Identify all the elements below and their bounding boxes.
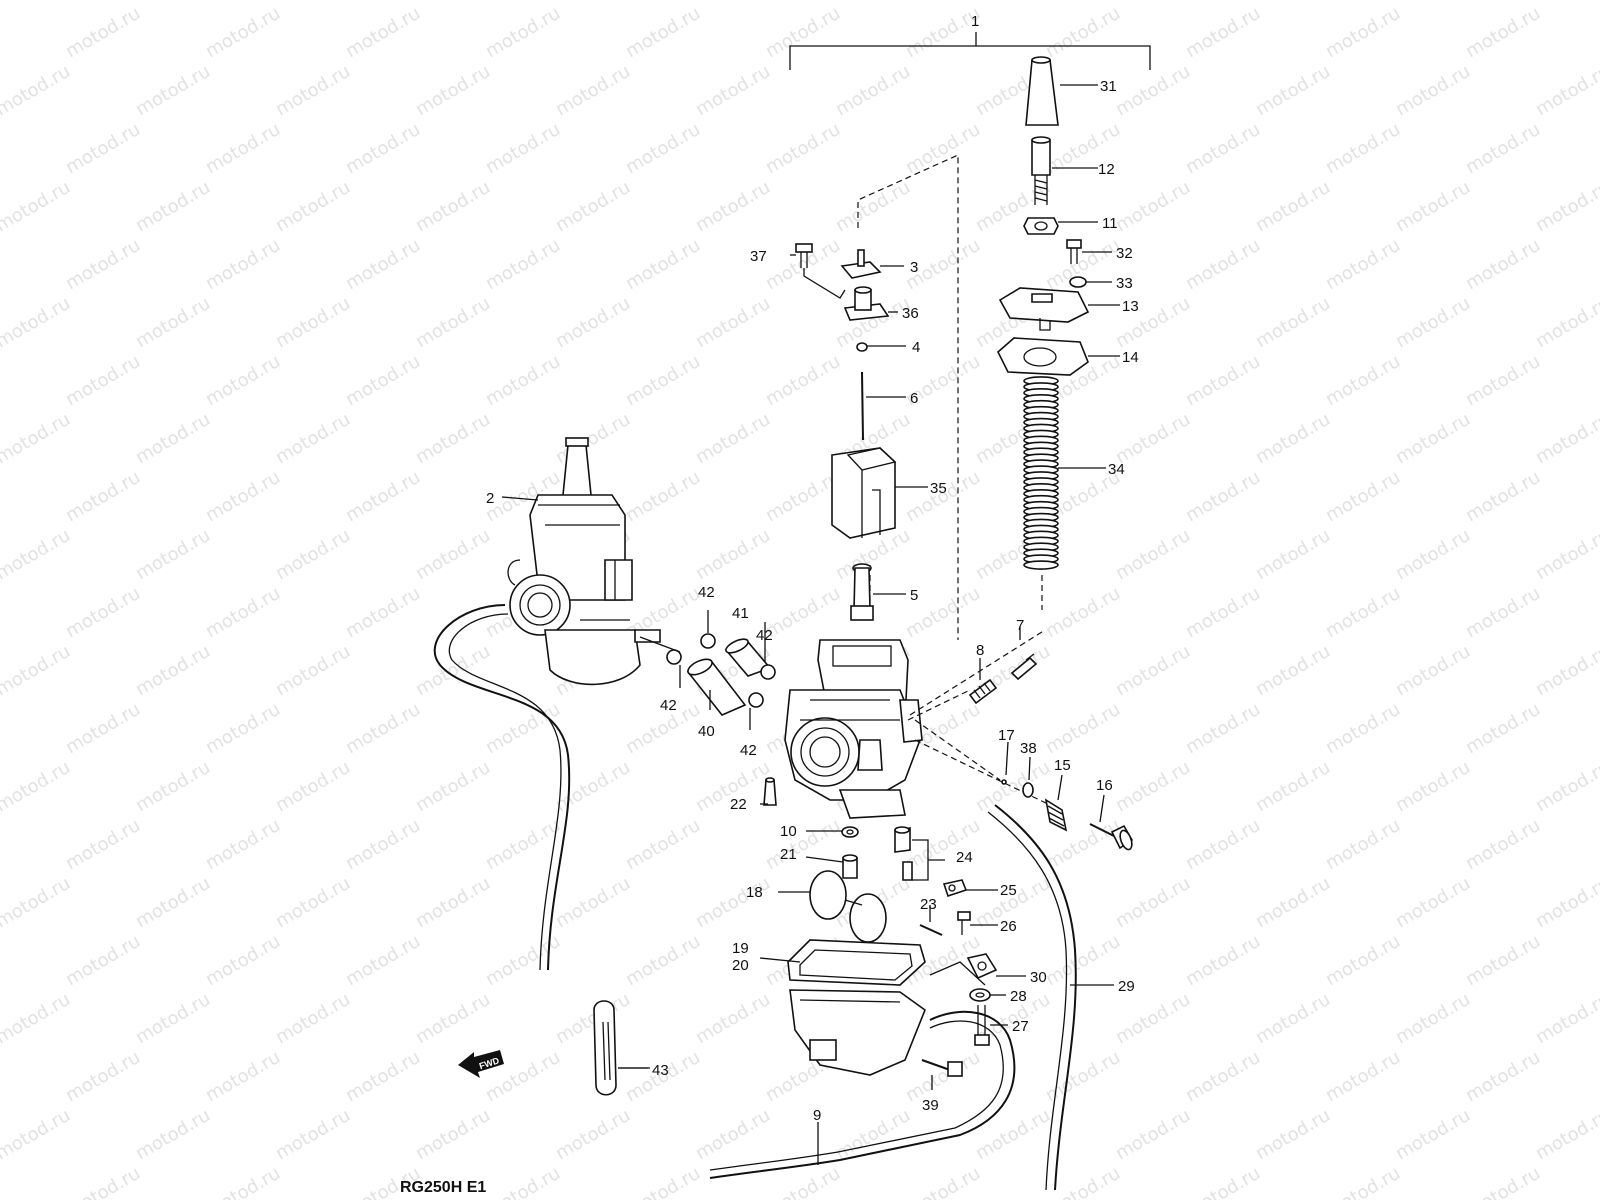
label-part-5: 5 xyxy=(910,587,918,604)
label-part-37: 37 xyxy=(750,248,767,265)
label-part-36: 36 xyxy=(902,305,919,322)
label-part-18: 18 xyxy=(746,884,763,901)
label-part-9: 9 xyxy=(813,1107,821,1124)
leader-lines xyxy=(501,84,1120,1165)
forward-direction-arrow: FWD xyxy=(458,1050,504,1078)
label-part-20: 20 xyxy=(732,957,749,974)
throttle-valve xyxy=(831,447,897,539)
label-part-22: 22 xyxy=(730,796,747,813)
spring-coil xyxy=(1023,560,1059,570)
label-part-32: 32 xyxy=(1116,245,1133,262)
throttle-spring xyxy=(1023,376,1059,570)
needle-assembly xyxy=(795,243,890,441)
label-part-27: 27 xyxy=(1012,1018,1029,1035)
carburetor-assembly-left xyxy=(433,437,661,971)
air-screw-parts xyxy=(968,653,1038,705)
top-cap-and-gasket xyxy=(997,239,1090,376)
label-part-38: 38 xyxy=(1020,740,1037,757)
idle-adjust-parts xyxy=(1001,779,1134,851)
float-and-pin xyxy=(809,870,971,943)
label-part-26: 26 xyxy=(1000,918,1017,935)
label-part-40: 40 xyxy=(698,723,715,740)
label-part-34: 34 xyxy=(1108,461,1125,478)
float-bowl xyxy=(787,939,986,1076)
drain-parts xyxy=(921,953,998,1077)
label-part-16: 16 xyxy=(1096,777,1113,794)
label-part-42-left: 42 xyxy=(660,697,677,714)
joint-pipes xyxy=(639,610,776,730)
label-part-6: 6 xyxy=(910,390,918,407)
label-part-28: 28 xyxy=(1010,988,1027,1005)
part-43-bracket xyxy=(593,1000,650,1096)
part-labels: 1 2 3 4 5 6 7 8 9 10 11 12 13 14 15 16 1… xyxy=(486,13,1139,1124)
label-part-42-top: 42 xyxy=(698,584,715,601)
label-part-21: 21 xyxy=(780,846,797,863)
assembly-bracket xyxy=(789,32,1151,70)
label-part-25: 25 xyxy=(1000,882,1017,899)
cable-adjuster-stack xyxy=(1023,56,1059,235)
label-part-3: 3 xyxy=(910,259,918,276)
label-part-42-bottom: 42 xyxy=(740,742,757,759)
label-part-29: 29 xyxy=(1118,978,1135,995)
label-part-8: 8 xyxy=(976,642,984,659)
label-part-17: 17 xyxy=(998,727,1015,744)
label-part-13: 13 xyxy=(1122,298,1139,315)
label-part-31: 31 xyxy=(1100,78,1117,95)
label-part-43: 43 xyxy=(652,1062,669,1079)
carburetor-body-main xyxy=(784,639,923,819)
label-part-39: 39 xyxy=(922,1097,939,1114)
label-part-33: 33 xyxy=(1116,275,1133,292)
needle-jet xyxy=(850,563,874,621)
label-part-41: 41 xyxy=(732,605,749,622)
label-part-35: 35 xyxy=(930,480,947,497)
label-part-30: 30 xyxy=(1030,969,1047,986)
label-part-14: 14 xyxy=(1122,349,1139,366)
label-part-15: 15 xyxy=(1054,757,1071,774)
label-part-42-right: 42 xyxy=(756,627,773,644)
label-part-19: 19 xyxy=(732,940,749,957)
model-code-label: RG250H E1 xyxy=(400,1179,486,1196)
label-part-11: 11 xyxy=(1102,215,1118,232)
label-part-1: 1 xyxy=(971,13,979,30)
label-part-2: 2 xyxy=(486,490,494,507)
hoses xyxy=(709,804,1077,1191)
label-part-24: 24 xyxy=(956,849,973,866)
label-part-4: 4 xyxy=(912,339,920,356)
label-part-23: 23 xyxy=(920,896,937,913)
jets xyxy=(763,777,945,881)
label-part-12: 12 xyxy=(1098,161,1115,178)
label-part-10: 10 xyxy=(780,823,797,840)
label-part-7: 7 xyxy=(1016,617,1024,634)
